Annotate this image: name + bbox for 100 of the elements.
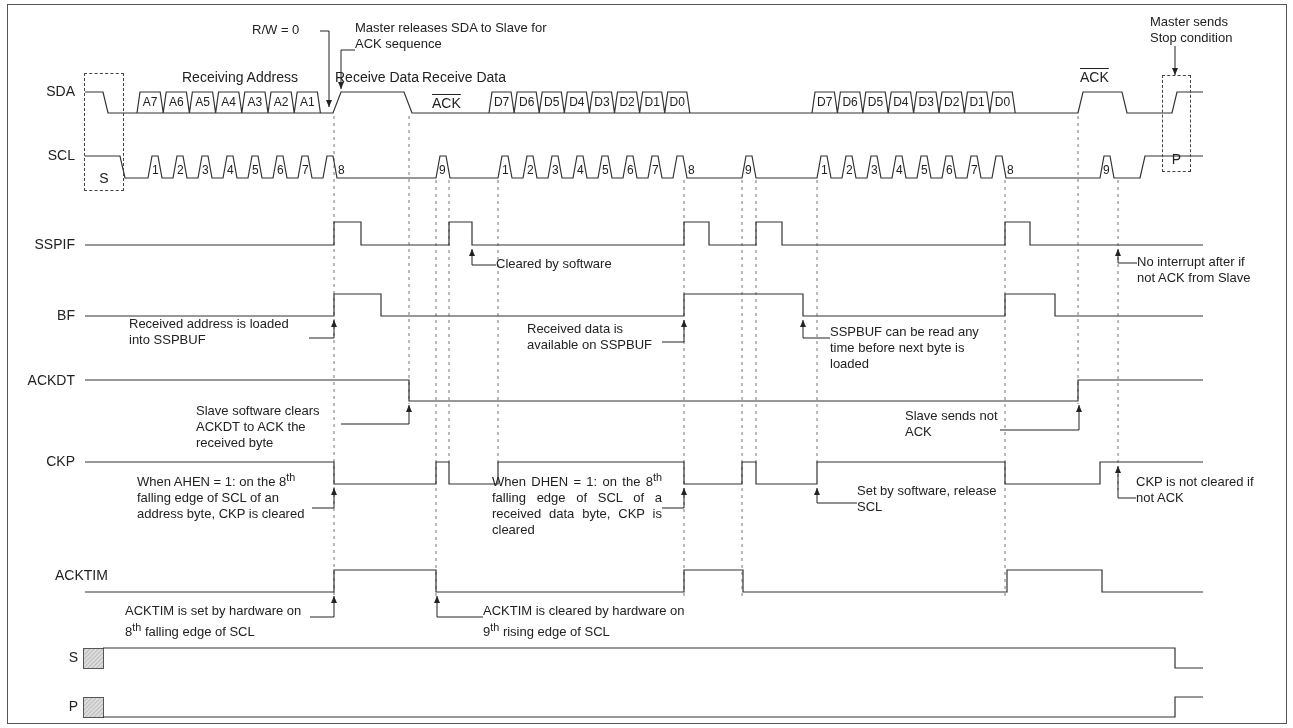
bit-label: D5 [543,95,561,110]
clock-number: 4 [227,163,234,178]
clock-number: 4 [577,163,584,178]
leader-arrow [999,404,1082,431]
clock-number: 7 [971,163,978,178]
bit-label: A1 [298,95,316,110]
bit-label: D3 [917,95,935,110]
bit-label: A5 [194,95,211,110]
bit-label: D4 [892,95,910,110]
bit-label: D2 [943,95,961,110]
clock-number: 8 [688,163,695,178]
leader-arrow [1115,248,1138,264]
leader-arrow [1172,45,1178,76]
clock-number: 5 [602,163,609,178]
clock-number: 4 [896,163,903,178]
clock-number: 5 [921,163,928,178]
leader-arrow [308,319,337,339]
annotation-text: Received address is loaded into SSPBUF [129,316,309,348]
clock-number: 5 [252,163,259,178]
clock-number: 3 [552,163,559,178]
waveform [84,379,1204,402]
bit-label: A6 [167,95,185,110]
dashed-box [1162,75,1191,172]
annotation-text: No interrupt after if not ACK from Slave [1137,254,1257,286]
waveform [84,293,1204,317]
clock-number: 6 [627,163,634,178]
bit-label: D6 [517,95,536,110]
bit-label: A2 [272,95,290,110]
annotation-text: Received data is available on SSPBUF [527,321,662,353]
bit-label: D7 [816,95,834,110]
section-label: Receive Data [422,70,507,85]
annotation-text: Slave sends not ACK [905,408,1000,440]
annotation-text: When AHEN = 1: on the 8$^{th}$ falling edge of SCL of an address byte, CKP is cleared [137,469,312,523]
clock-number: 9 [439,163,446,178]
section-label: Receive Data [335,70,420,85]
clock-number: 8 [338,163,345,178]
clock-number: 8 [1007,163,1014,178]
annotation-text: Set by software, release SCL [857,483,997,515]
leader-arrow [661,319,687,343]
bit-label: A7 [141,95,159,110]
bit-label: D2 [618,95,636,110]
bit-label: D1 [968,95,986,110]
clock-number: 3 [202,163,209,178]
leader-arrow [661,487,687,509]
clock-number: 2 [177,163,184,178]
clock-number: 2 [527,163,534,178]
annotation-text: ACKTIM is cleared by hardware on 9$^{th}$ rising edge of SCL [483,603,693,641]
leader-arrow [1115,465,1137,499]
waveform [84,221,1204,246]
bit-label: D5 [866,95,885,110]
clock-number: 7 [302,163,309,178]
waveform [102,696,1204,718]
signal-name: SSPIF [33,237,75,252]
annotation-text: SSPBUF can be read any time before next byte is loaded [830,324,1000,372]
signal-name: P [67,699,78,714]
bit-label: D4 [568,95,586,110]
leader-arrow [311,487,337,509]
clock-number: 6 [946,163,953,178]
bit-label: D7 [492,95,511,110]
clock-number: 9 [1103,163,1110,178]
clock-number: 1 [821,163,828,178]
bit-label: D3 [593,95,611,110]
signal-name: CKP [45,454,75,469]
box-label: S [99,170,109,186]
leader-arrow [469,248,497,266]
bit-label: A3 [246,95,264,110]
annotation-text: R/W = 0 [252,22,320,38]
bit-label: D0 [993,95,1012,110]
clock-number: 1 [502,163,509,178]
annotation-text: Slave software clears ACKDT to ACK the received byte [196,403,341,451]
signal-name: SDA [45,84,75,99]
leader-arrow [309,595,337,618]
clock-number: 6 [277,163,284,178]
annotation-text: Master releases SDA to Slave for ACK sequence [355,20,560,52]
signal-name: SCL [46,148,75,163]
annotation-text: CKP is not cleared if not ACK [1136,474,1261,506]
bit-label: D0 [668,95,686,110]
signal-name: ACKDT [26,373,75,388]
signal-name: ACKTIM [55,568,108,583]
waveform [102,647,1204,669]
annotation-text: Cleared by software [496,256,636,272]
signal-name: BF [56,308,75,323]
leader-arrow [800,319,831,339]
leader-arrow [340,404,412,425]
leader-arrow [814,487,858,504]
annotation-text: Master sends Stop condition [1150,14,1255,46]
annotation-text: ACKTIM is set by hardware on 8$^{th}$ falling edge of SCL [125,603,310,641]
leader-arrow [434,595,484,618]
clock-number: 2 [846,163,853,178]
clock-number: 7 [652,163,659,178]
leader-arrow [338,49,356,90]
bit-label: D1 [643,95,661,110]
box-label: P [1171,151,1182,167]
dashed-box [84,73,124,191]
annotation-text: When DHEN = 1: on the 8$^{th}$ falling edge of SCL of a received data byte, CKP is cleared [492,469,662,539]
clock-number: 3 [871,163,878,178]
waveform [84,91,1204,114]
clock-number: 9 [745,163,752,178]
signal-name: S [67,650,78,665]
ack-label: ACK [432,96,461,111]
